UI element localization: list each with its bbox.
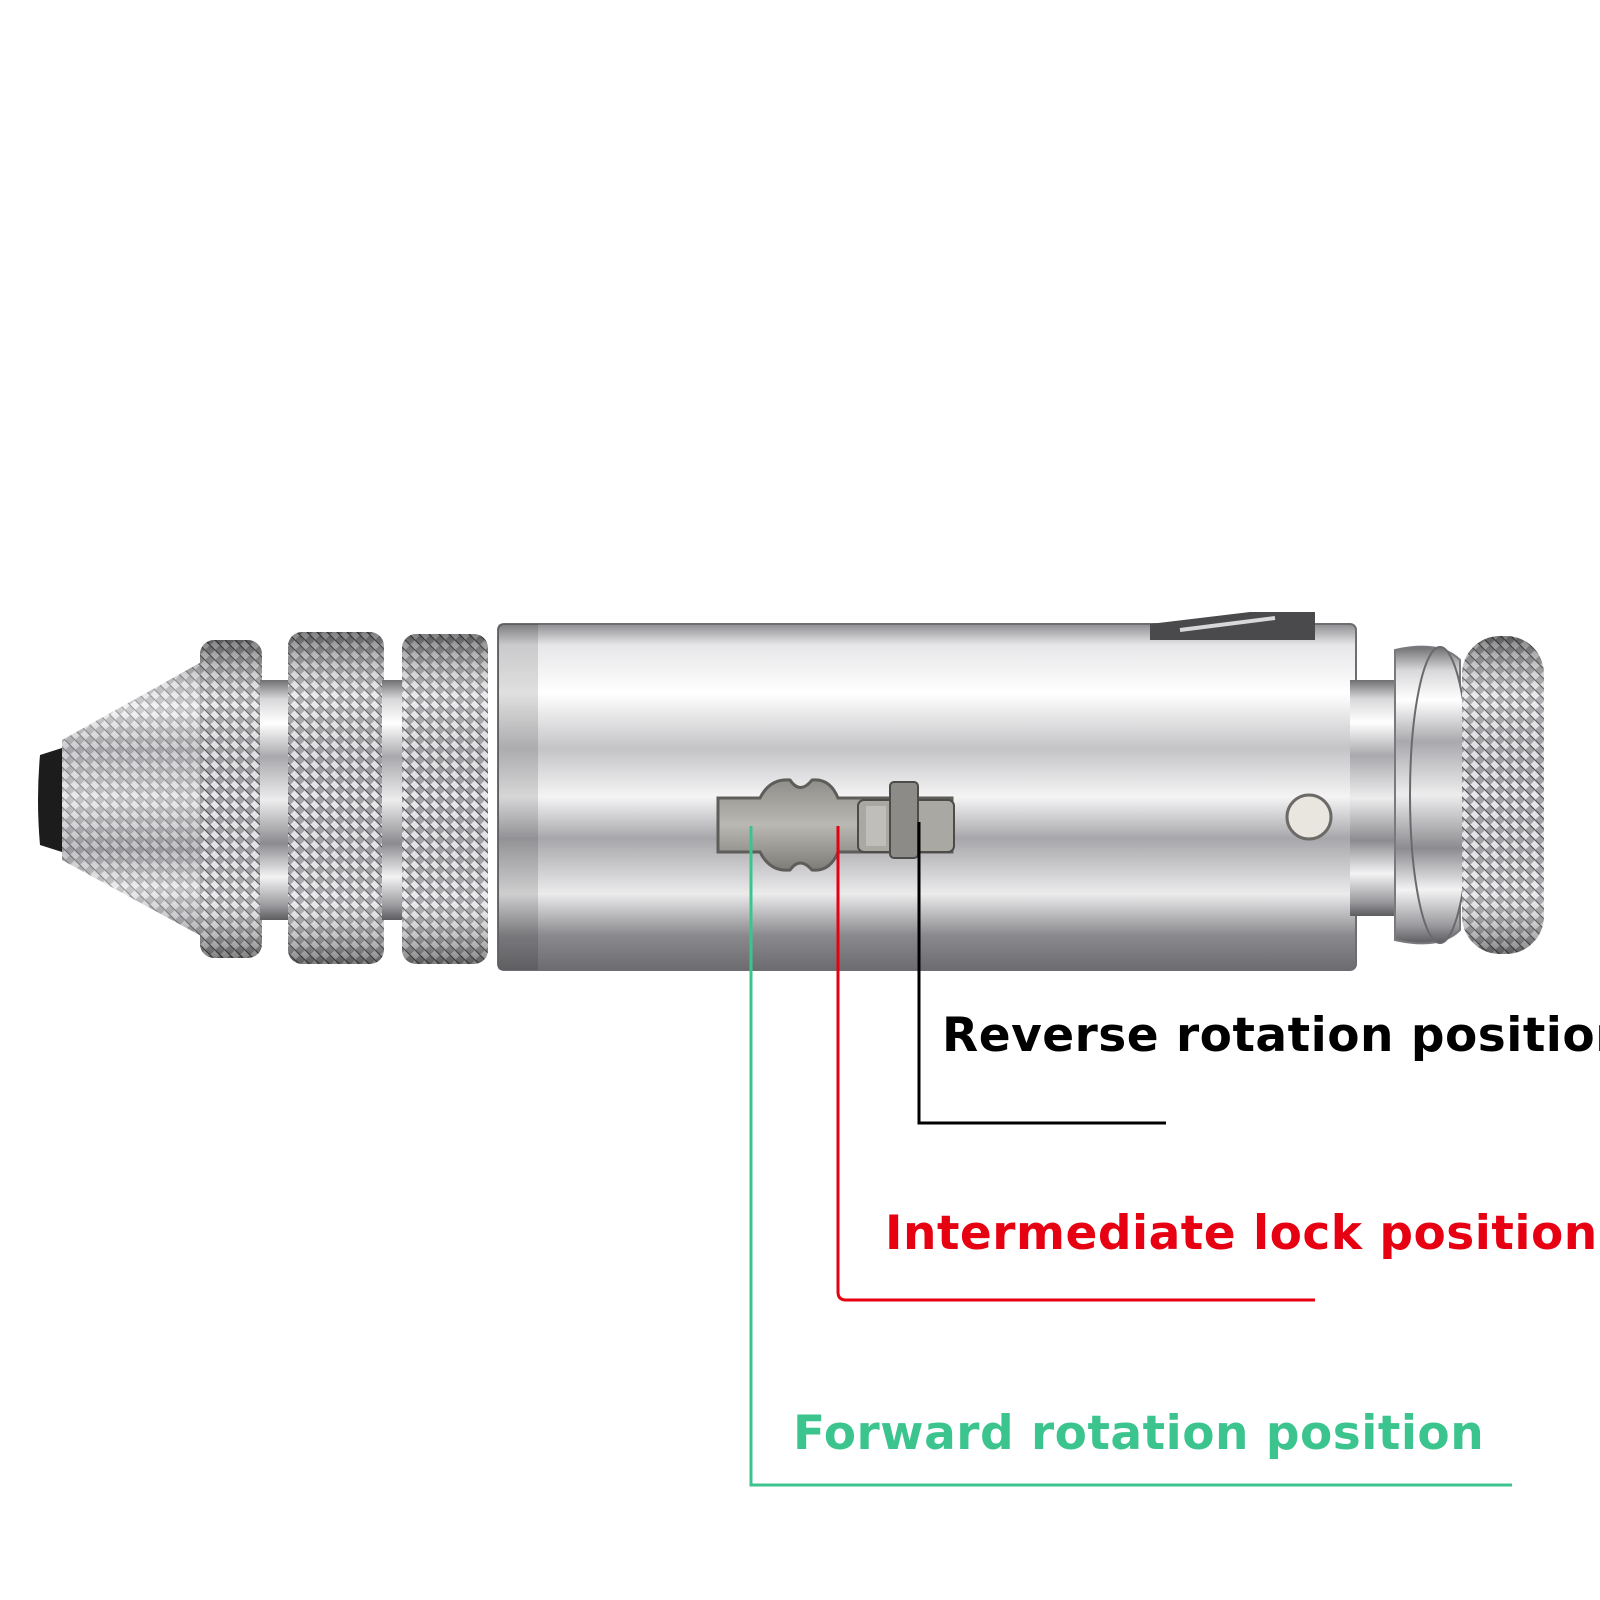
forward-rotation-label: Forward rotation position [793, 1406, 1485, 1461]
reverse-callout-line [917, 822, 1166, 1125]
direction-slider [716, 778, 955, 872]
intermediate-lock-label: Intermediate lock position [885, 1206, 1598, 1261]
forward-callout-line [749, 826, 1512, 1487]
tool-body [497, 612, 1357, 971]
intermediate-callout-line [836, 826, 1315, 1302]
end-knob [1350, 636, 1544, 954]
body-pin [1285, 793, 1333, 841]
chuck-knurled-rings [200, 632, 488, 964]
chuck-tip [38, 660, 205, 938]
reverse-rotation-label: Reverse rotation position [942, 1008, 1600, 1063]
